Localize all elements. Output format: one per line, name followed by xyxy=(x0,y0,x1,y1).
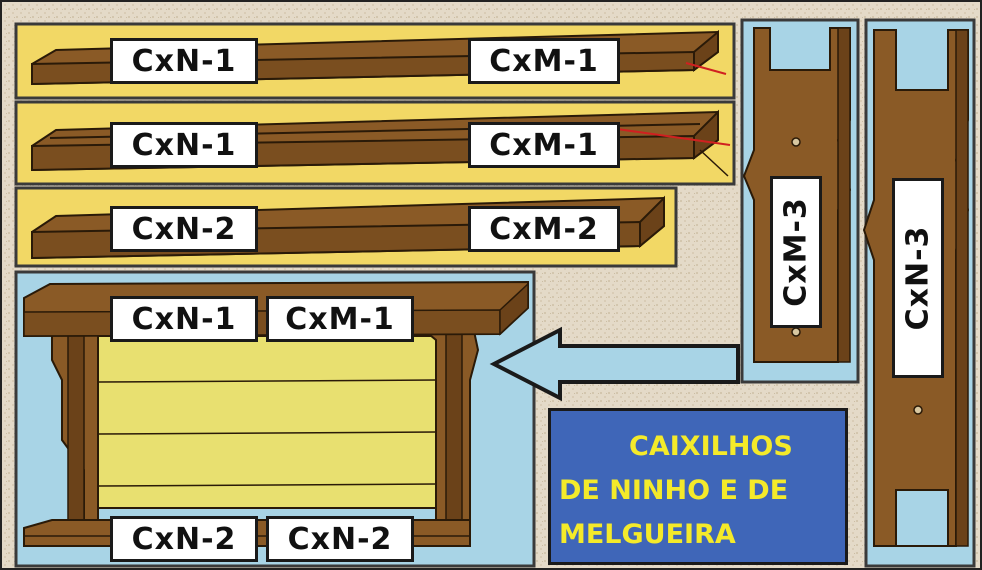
label-side-short-text: CxM-3 xyxy=(778,197,814,307)
label-row2-left: CxN-1 xyxy=(110,122,258,168)
label-frame-bottom-left: CxN-2 xyxy=(110,516,258,562)
arrow-pointer xyxy=(489,326,740,402)
label-side-long-text: CxN-3 xyxy=(900,225,936,331)
label-row3-left: CxN-2 xyxy=(110,206,258,252)
title-box: CAIXILHOS DE NINHO E DE MELGUEIRA xyxy=(548,408,848,565)
label-frame-top-right: CxM-1 xyxy=(266,296,414,342)
label-row1-left: CxN-1 xyxy=(110,38,258,84)
title-line-3: MELGUEIRA xyxy=(559,519,736,550)
label-row2-right: CxM-1 xyxy=(468,122,620,168)
label-frame-bottom-right: CxN-2 xyxy=(266,516,414,562)
label-side-long: CxN-3 xyxy=(892,178,944,378)
label-side-short: CxM-3 xyxy=(770,176,822,328)
title-line-1: CAIXILHOS xyxy=(629,431,793,462)
label-row1-right: CxM-1 xyxy=(468,38,620,84)
label-row3-right: CxM-2 xyxy=(468,206,620,252)
title-line-2: DE NINHO E DE xyxy=(559,475,789,506)
label-frame-top-left: CxN-1 xyxy=(110,296,258,342)
